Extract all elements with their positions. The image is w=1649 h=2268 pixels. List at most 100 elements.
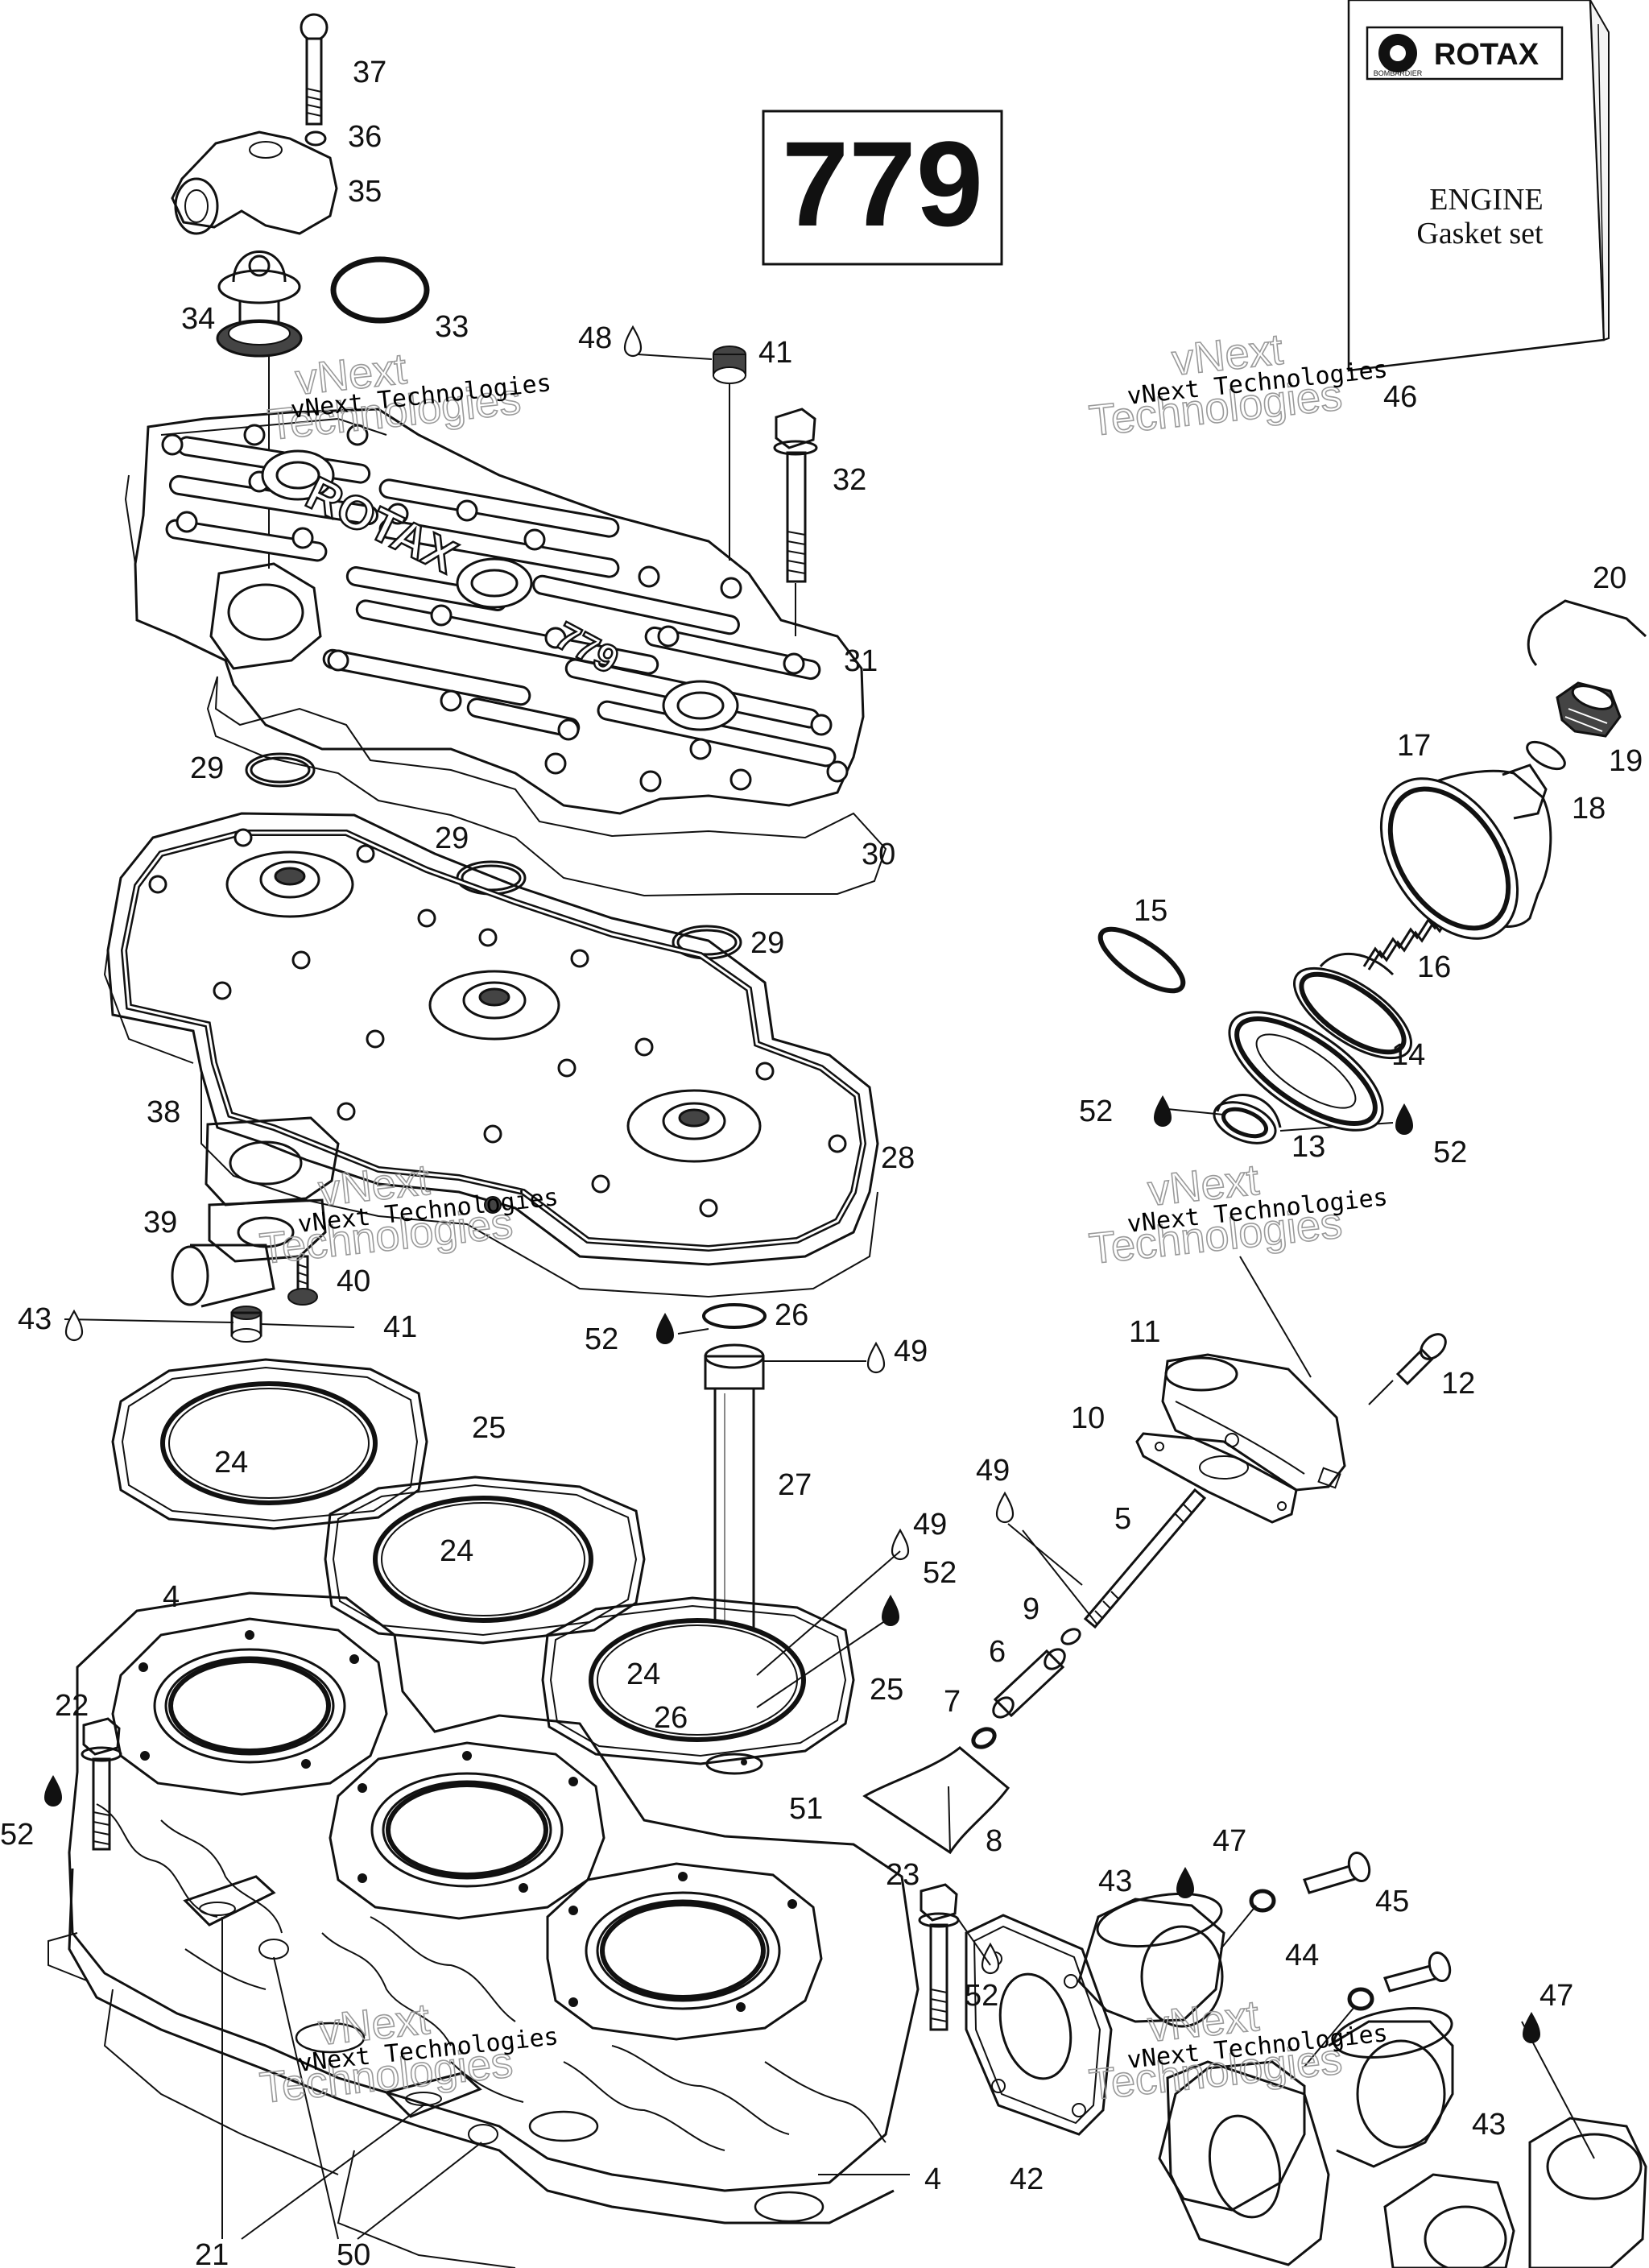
water-outlet-group bbox=[64, 1116, 355, 1343]
diagram-number: 779 bbox=[782, 116, 983, 251]
callout-label: 52 bbox=[585, 1322, 618, 1356]
callout-label: 49 bbox=[976, 1454, 1010, 1488]
callout-label: 14 bbox=[1391, 1038, 1425, 1072]
callout-label: 38 bbox=[147, 1095, 180, 1129]
drop-open-icon bbox=[981, 1942, 1000, 1975]
svg-text:BOMBARDIER: BOMBARDIER bbox=[1374, 69, 1423, 77]
callout-label: 26 bbox=[654, 1701, 688, 1735]
drop-filled-icon bbox=[655, 1312, 675, 1345]
callout-label: 19 bbox=[1609, 744, 1643, 778]
callout-label: 18 bbox=[1572, 792, 1606, 826]
callout-label: 37 bbox=[353, 56, 386, 89]
callout-label: 4 bbox=[163, 1580, 180, 1614]
callout-label: 7 bbox=[944, 1685, 961, 1719]
callout-label: 48 bbox=[578, 321, 612, 355]
drop-open-icon bbox=[891, 1528, 910, 1561]
kit-title-line1: ENGINE bbox=[1429, 183, 1543, 217]
drop-filled-icon bbox=[1176, 1866, 1195, 1899]
callout-label: 50 bbox=[337, 2238, 370, 2268]
callout-label: 26 bbox=[775, 1298, 808, 1332]
callout-label: 8 bbox=[986, 1824, 1002, 1858]
callout-label: 35 bbox=[348, 175, 382, 209]
drop-filled-icon bbox=[1395, 1103, 1414, 1136]
callout-label: 24 bbox=[626, 1658, 660, 1691]
callout-label: 46 bbox=[1383, 380, 1417, 414]
callout-label: 43 bbox=[18, 1302, 52, 1336]
callout-label: 13 bbox=[1292, 1130, 1325, 1164]
drop-filled-icon bbox=[43, 1774, 63, 1807]
drop-filled-icon bbox=[881, 1594, 900, 1627]
callout-label: 51 bbox=[789, 1792, 823, 1826]
callout-label: 23 bbox=[886, 1858, 920, 1892]
bolt-23 bbox=[918, 1883, 960, 2031]
shim-8 bbox=[862, 1746, 1010, 1855]
o-ring-9 bbox=[1060, 1628, 1081, 1645]
plug-19 bbox=[1556, 681, 1622, 738]
callout-label: 5 bbox=[1114, 1502, 1131, 1536]
callout-label: 24 bbox=[440, 1534, 473, 1568]
drop-filled-icon bbox=[1153, 1095, 1172, 1128]
callout-label: 52 bbox=[1079, 1095, 1113, 1128]
callout-label: 44 bbox=[1285, 1939, 1319, 1972]
callout-label: 4 bbox=[924, 2162, 941, 2196]
callout-label: 16 bbox=[1417, 950, 1451, 984]
callout-label: 29 bbox=[750, 926, 784, 960]
exhaust-sockets bbox=[965, 1851, 1647, 2268]
plug-41-top bbox=[637, 346, 746, 561]
callout-label: 36 bbox=[348, 120, 382, 154]
callout-label: 49 bbox=[894, 1335, 928, 1368]
callout-label: 30 bbox=[862, 838, 895, 871]
callout-label: 41 bbox=[383, 1310, 417, 1344]
callout-label: 10 bbox=[1071, 1401, 1105, 1435]
callout-label: 52 bbox=[1433, 1136, 1467, 1169]
cylinder-block bbox=[48, 1591, 920, 2268]
callout-label: 39 bbox=[143, 1206, 177, 1240]
callout-label: 25 bbox=[870, 1673, 903, 1707]
callout-label: 52 bbox=[965, 1979, 998, 2013]
callout-label: 24 bbox=[214, 1446, 248, 1480]
svg-text:ROTAX: ROTAX bbox=[1434, 38, 1539, 72]
gasket-kit-box: BOMBARDIER ROTAX ENGINE Gasket set bbox=[1347, 0, 1610, 372]
pump-cover-11 bbox=[1161, 1256, 1346, 1492]
pump-gasket-10 bbox=[1135, 1432, 1298, 1524]
bolt-32 bbox=[773, 408, 818, 636]
callout-label: 32 bbox=[833, 463, 866, 497]
sealant-drop-icons bbox=[43, 325, 1541, 2044]
callout-label: 25 bbox=[472, 1411, 506, 1445]
callout-label: 52 bbox=[923, 1556, 957, 1590]
clip-20 bbox=[1527, 599, 1647, 667]
callout-label: 29 bbox=[190, 751, 224, 785]
callout-label: 40 bbox=[337, 1264, 370, 1298]
washer-7 bbox=[971, 1727, 997, 1749]
callout-label: 33 bbox=[435, 310, 469, 344]
callout-label: 17 bbox=[1397, 729, 1431, 763]
drop-filled-icon bbox=[1522, 2011, 1541, 2044]
callout-label: 52 bbox=[0, 1818, 34, 1852]
callout-label: 47 bbox=[1213, 1824, 1246, 1858]
screw-12 bbox=[1368, 1333, 1447, 1405]
callout-label: 31 bbox=[844, 644, 878, 678]
drop-open-icon bbox=[995, 1491, 1015, 1524]
thermostat-housing-group bbox=[171, 13, 430, 569]
drop-open-icon bbox=[623, 325, 643, 358]
callout-label: 42 bbox=[1010, 2162, 1044, 2196]
callout-label: 9 bbox=[1023, 1592, 1039, 1626]
callout-label: 20 bbox=[1593, 561, 1626, 595]
callout-label: 28 bbox=[881, 1141, 915, 1175]
callout-label: 11 bbox=[1129, 1315, 1160, 1349]
bolt-22 bbox=[81, 1717, 122, 1851]
callout-label: 43 bbox=[1472, 2108, 1506, 2142]
cylinder-head: ROTAX 779 bbox=[124, 408, 887, 897]
o-ring-15 bbox=[1097, 926, 1186, 994]
diaphragm-14 bbox=[1228, 952, 1412, 1132]
cylinder-base-gaskets bbox=[111, 1358, 855, 1775]
callout-label: 22 bbox=[55, 1689, 89, 1723]
callout-label: 29 bbox=[435, 822, 469, 855]
callout-label: 49 bbox=[913, 1508, 947, 1542]
callout-label: 27 bbox=[778, 1468, 812, 1502]
pump-housing-17 bbox=[1379, 764, 1552, 940]
washer-18 bbox=[1526, 740, 1566, 771]
callout-label: 12 bbox=[1441, 1367, 1475, 1401]
drop-open-icon bbox=[866, 1341, 886, 1374]
